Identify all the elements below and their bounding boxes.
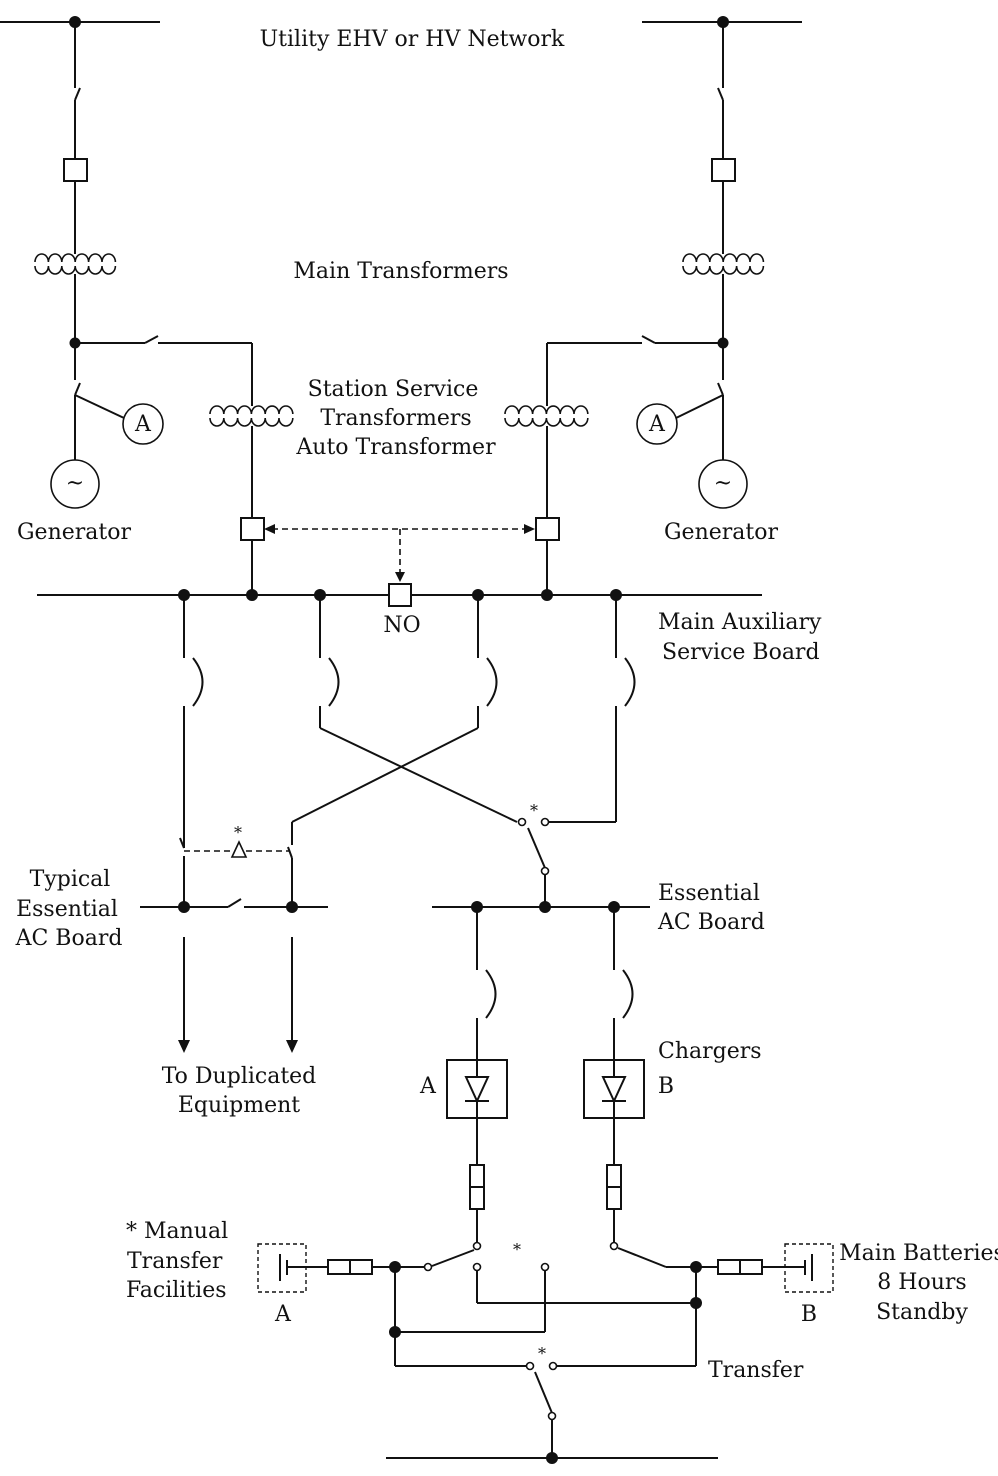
battery-switching: * *	[306, 1240, 785, 1464]
charger-a-label: A	[419, 1074, 437, 1099]
generator-right-symbol: ~	[714, 471, 732, 496]
generator-branch-right	[546, 335, 729, 462]
breaker-right	[711, 158, 736, 182]
typical-essential-line-2: Essential	[16, 897, 118, 922]
chargers-label: Chargers	[658, 1039, 762, 1064]
generator-branch-left	[69, 335, 253, 462]
station-transformer-left	[209, 398, 294, 595]
breaker-station-right	[535, 517, 560, 541]
asterisk-1: *	[530, 801, 538, 820]
ammeter-right: A	[636, 403, 678, 445]
main-transformers-label: Main Transformers	[293, 259, 508, 284]
duplicated-line-2: Equipment	[178, 1093, 300, 1118]
main-transformer-right	[682, 250, 765, 343]
main-transformer-left	[34, 250, 117, 343]
duplicated-line-1: To Duplicated	[162, 1064, 317, 1089]
main-auxiliary-bus	[37, 583, 762, 607]
breaker-left	[63, 158, 88, 182]
ammeter-right-label: A	[648, 412, 666, 437]
manual-transfer-line-1: * Manual	[126, 1219, 228, 1244]
crossover	[291, 727, 518, 845]
normally-open-breaker	[388, 583, 412, 607]
station-service-line-2: Transformers	[320, 406, 471, 431]
manual-transfer-line-3: Facilities	[126, 1278, 227, 1303]
charger-b-label: B	[658, 1074, 674, 1099]
breaker-station-left	[240, 517, 265, 541]
station-service-line-1: Station Service	[308, 377, 479, 402]
charger-b	[583, 1059, 645, 1242]
asterisk-4: *	[538, 1344, 546, 1363]
typical-essential-line-3: AC Board	[15, 926, 123, 951]
asterisk-2: *	[234, 823, 242, 842]
station-transformer-right	[504, 398, 589, 595]
essential-ac-board	[432, 901, 650, 1060]
transfer-label: Transfer	[708, 1358, 804, 1383]
essential-ac-line-2: AC Board	[657, 910, 765, 935]
main-batteries-line-2: 8 Hours	[877, 1270, 966, 1295]
generator-right-label: Generator	[664, 520, 779, 545]
generator-left-symbol: ~	[66, 471, 84, 496]
asterisk-3: *	[513, 1240, 521, 1259]
ammeter-left-label: A	[134, 412, 152, 437]
main-aux-board-line-1: Main Auxiliary	[658, 610, 822, 635]
essential-ac-line-1: Essential	[658, 881, 760, 906]
typical-essential-line-1: Typical	[30, 867, 111, 892]
generator-left-label: Generator	[17, 520, 132, 545]
utility-network-left	[0, 16, 160, 250]
battery-a-label: A	[274, 1302, 292, 1327]
normally-open-label: NO	[383, 613, 420, 638]
typical-essential-board: *	[140, 823, 328, 1053]
main-batteries-line-1: Main Batteries	[839, 1241, 998, 1266]
generator-left: ~	[50, 459, 100, 509]
main-batteries-line-3: Standby	[876, 1300, 968, 1325]
manual-transfer-line-2: Transfer	[127, 1249, 223, 1274]
battery-a	[257, 1243, 307, 1293]
main-aux-board-line-2: Service Board	[662, 640, 820, 665]
ammeter-left: A	[122, 403, 164, 445]
transfer-switch-essential: *	[517, 801, 550, 907]
battery-b-label: B	[801, 1302, 817, 1327]
network-label: Utility EHV or HV Network	[260, 27, 565, 52]
station-service-line-3: Auto Transformer	[295, 435, 496, 460]
battery-b	[784, 1243, 834, 1293]
interlock-dashed	[264, 524, 535, 582]
charger-a	[446, 1059, 508, 1242]
utility-network-right	[642, 16, 802, 250]
generator-right: ~	[698, 459, 748, 509]
feeders	[183, 595, 636, 848]
